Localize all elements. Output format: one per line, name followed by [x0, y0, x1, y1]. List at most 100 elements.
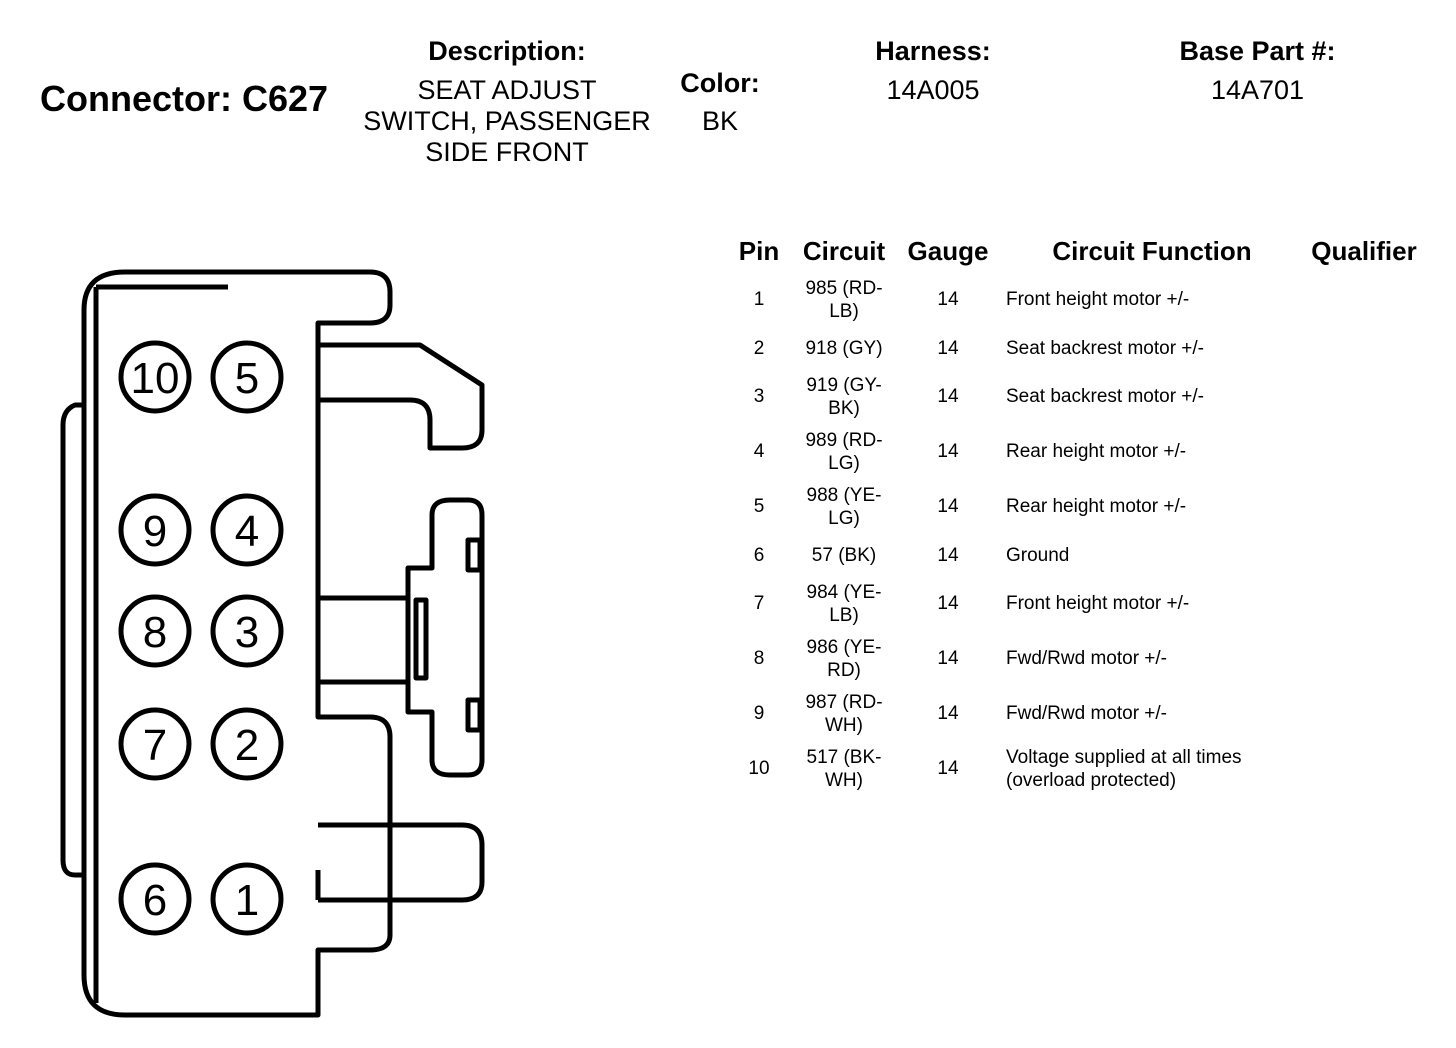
- description-line: SIDE FRONT: [425, 137, 589, 167]
- gauge-cell: 14: [937, 758, 959, 779]
- circuit-line: LG): [828, 452, 860, 474]
- circuit-cell: 984 (YE-LB): [790, 576, 898, 631]
- pin-cavity-10: [118, 340, 192, 414]
- pin-cavity-4: [210, 493, 284, 567]
- lock-tab-slot: [413, 597, 429, 681]
- function-line: Ground: [1006, 544, 1070, 566]
- circuit-line: 985 (RD-: [805, 277, 883, 299]
- circuit-line: LB): [829, 604, 859, 626]
- function-line: Fwd/Rwd motor +/-: [1006, 648, 1168, 669]
- color-value: BK: [701, 106, 739, 136]
- pin-cavity-9: [118, 493, 192, 567]
- circuit-cell: 986 (YE-RD): [790, 631, 898, 686]
- circuit-line: RD): [827, 659, 861, 681]
- base-part-label: Base Part #:: [1179, 36, 1336, 66]
- circuit-cell: 918 (GY): [790, 327, 898, 369]
- column-header-gauge: Gauge: [907, 235, 989, 266]
- circuit-line: 989 (RD-: [805, 429, 883, 451]
- pin-number-cell: 8: [753, 648, 765, 669]
- pin-label-5: 5: [235, 354, 259, 403]
- lower-latch-arm: [318, 822, 485, 903]
- description-line: SEAT ADJUST: [417, 75, 597, 105]
- pin-cavity-2: [210, 707, 284, 781]
- pin-cavity-8: [118, 594, 192, 668]
- circuit-function-cell: Rear height motor +/-: [998, 479, 1306, 534]
- qualifier-cell: [1306, 534, 1422, 576]
- description-line: SWITCH, PASSENGER: [363, 106, 651, 136]
- pin-cavity-5: [210, 340, 284, 414]
- circuit-cell: 985 (RD-LB): [790, 272, 898, 327]
- color-label: Color:: [680, 68, 760, 98]
- pin-cavity-3: [210, 594, 284, 668]
- circuit-line: 57 (BK): [811, 544, 877, 566]
- gauge-cell: 14: [937, 593, 959, 614]
- circuit-function-cell: Front height motor +/-: [998, 576, 1306, 631]
- circuit-function-cell: Fwd/Rwd motor +/-: [998, 631, 1306, 686]
- pin-label-2: 2: [235, 721, 259, 770]
- circuit-line: LG): [828, 507, 860, 529]
- qualifier-cell: [1306, 741, 1422, 796]
- column-header-qualifier: Qualifier: [1311, 235, 1417, 266]
- side-latch: [60, 402, 84, 878]
- circuit-line: 984 (YE-: [806, 581, 882, 603]
- column-header-circuit-function: Circuit Function: [1052, 235, 1252, 266]
- pin-cavity-6: [118, 862, 192, 936]
- gauge-cell: 14: [937, 337, 959, 359]
- pin-label-4: 4: [235, 507, 259, 556]
- table-row: 7 984 (YE-LB) 14 Front height motor +/-: [728, 576, 1422, 631]
- circuit-cell: 517 (BK-WH): [790, 741, 898, 796]
- circuit-cell: 988 (YE-LG): [790, 479, 898, 534]
- qualifier-cell: [1306, 576, 1422, 631]
- circuit-cell: 989 (RD-LG): [790, 424, 898, 479]
- description-label: Description:: [428, 36, 586, 66]
- harness-value: 14A005: [886, 75, 980, 105]
- circuit-line: WH): [825, 714, 863, 736]
- qualifier-cell: [1306, 369, 1422, 424]
- function-line: Seat backrest motor +/-: [1006, 386, 1204, 407]
- function-line: Front height motor +/-: [1006, 289, 1190, 310]
- circuit-function-cell: Rear height motor +/-: [998, 424, 1306, 479]
- circuit-function-cell: Front height motor +/-: [998, 272, 1306, 327]
- circuit-line: 986 (YE-: [806, 636, 882, 658]
- pin-number-cell: 5: [753, 496, 765, 517]
- qualifier-cell: [1306, 479, 1422, 534]
- qualifier-cell: [1306, 272, 1422, 327]
- function-line: Rear height motor +/-: [1006, 441, 1187, 462]
- circuit-cell: 919 (GY-BK): [790, 369, 898, 424]
- column-header-pin: Pin: [738, 235, 780, 266]
- pin-number-cell: 2: [753, 337, 765, 359]
- pin-number-cell: 1: [753, 289, 765, 310]
- pin-label-1: 1: [235, 876, 259, 925]
- housing-outline: [81, 269, 393, 1018]
- qualifier-cell: [1306, 686, 1422, 741]
- circuit-line: 988 (YE-: [806, 484, 882, 506]
- circuit-cell: 57 (BK): [790, 534, 898, 576]
- pin-number-cell: 4: [753, 441, 765, 462]
- lock-tab-notch-bottom: [465, 697, 483, 733]
- pin-cavity-7: [118, 707, 192, 781]
- qualifier-cell: [1306, 327, 1422, 369]
- table-header-row: Pin Circuit Gauge Circuit Function Quali…: [728, 230, 1422, 272]
- harness-label: Harness:: [875, 36, 991, 66]
- pin-label-6: 6: [143, 876, 167, 925]
- pin-number-cell: 6: [753, 544, 765, 566]
- pinout-table: Pin Circuit Gauge Circuit Function Quali…: [728, 230, 1422, 796]
- circuit-line: 919 (GY-: [806, 374, 882, 396]
- column-header-circuit: Circuit: [802, 235, 886, 266]
- circuit-function-cell: Fwd/Rwd motor +/-: [998, 686, 1306, 741]
- pin-number-cell: 7: [753, 593, 765, 614]
- circuit-line: WH): [825, 769, 863, 791]
- circuit-function-cell: Seat backrest motor +/-: [998, 369, 1306, 424]
- table-row: 10 517 (BK-WH) 14 Voltage supplied at all t…: [728, 741, 1422, 796]
- pin-number-cell: 10: [748, 758, 770, 779]
- lock-tab-notch-top: [465, 537, 483, 573]
- pin-number-cell: 9: [753, 703, 765, 724]
- circuit-function-cell: Voltage supplied at all times(overload p…: [998, 741, 1306, 796]
